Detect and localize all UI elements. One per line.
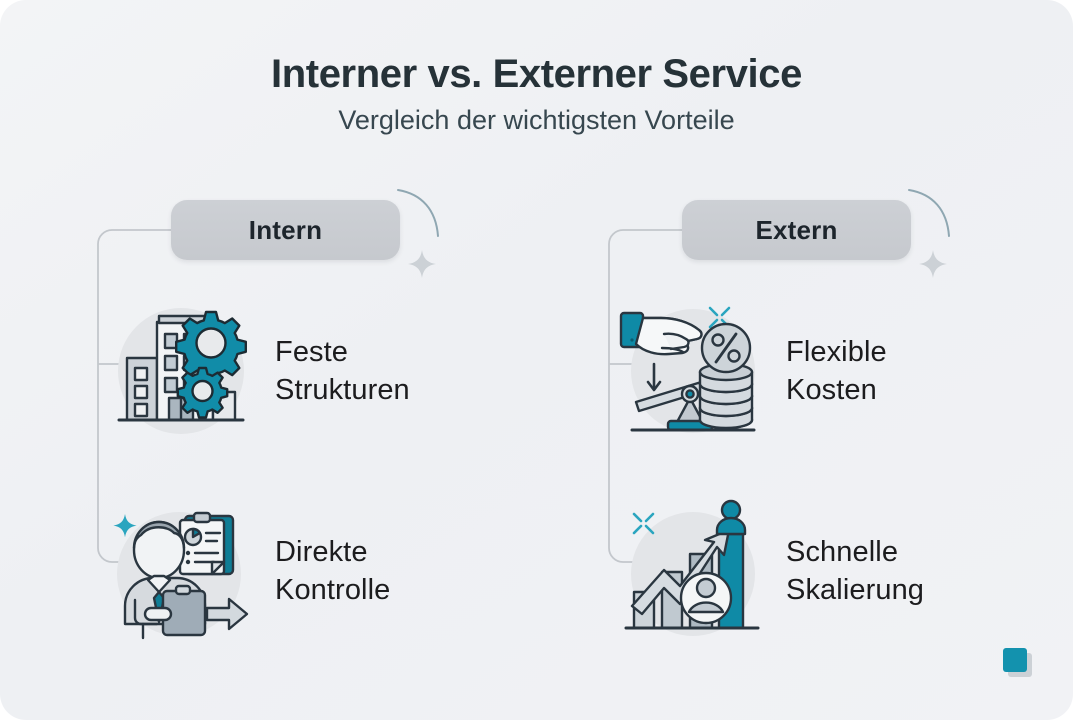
column-intern: Intern (42, 189, 542, 666)
row-label-schnelle-skalierung: Schnelle Skalierung (786, 535, 925, 606)
page-title: Interner vs. Externer Service (271, 52, 802, 96)
arc-decoration-icon (903, 184, 963, 246)
row-flexible-kosten[interactable]: Flexible Kosten (618, 296, 887, 446)
pill-extern[interactable]: Extern (682, 200, 911, 260)
teal-square-badge (1003, 648, 1027, 672)
arc-decoration-icon (392, 184, 452, 246)
growth-chart-people-icon (618, 496, 768, 646)
page-subtitle: Vergleich der wichtigsten Vorteile (338, 104, 735, 135)
building-gears-icon (107, 296, 257, 446)
pill-extern-label: Extern (755, 214, 838, 245)
row-direkte-kontrolle[interactable]: Direkte Kontrolle (107, 496, 390, 646)
pill-intern-label: Intern (248, 214, 323, 245)
row-schnelle-skalierung[interactable]: Schnelle Skalierung (618, 496, 924, 646)
row-feste-strukturen[interactable]: Feste Strukturen (107, 296, 410, 446)
row-label-feste-strukturen: Feste Strukturen (275, 335, 410, 406)
sparkle-icon (408, 250, 436, 278)
pill-intern[interactable]: Intern (171, 200, 400, 260)
column-extern: Extern (553, 189, 1053, 666)
sparkle-icon (919, 250, 947, 278)
row-label-direkte-kontrolle: Direkte Kontrolle (275, 535, 391, 606)
person-clipboard-arrow-icon (107, 496, 257, 646)
header: Interner vs. Externer Service Vergleich … (0, 52, 1073, 136)
row-label-flexible-kosten: Flexible Kosten (786, 335, 887, 406)
hand-lever-coins-percent-icon (618, 296, 768, 446)
